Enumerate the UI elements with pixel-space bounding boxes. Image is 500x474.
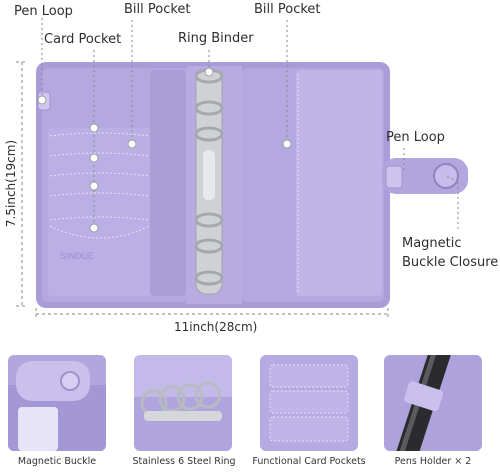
bill-pocket-right [296, 70, 382, 296]
callout-ring-binder: Ring Binder [178, 31, 254, 46]
bill-pocket-left [150, 70, 186, 296]
card-pocket-area [48, 128, 158, 296]
callout-bill-pocket-left: Bill Pocket [124, 2, 191, 17]
pen-loop-right [385, 165, 403, 189]
feature-thumb-pens-holder [384, 355, 482, 451]
callout-pen-loop-top: Pen Loop [14, 4, 73, 19]
brand-mark: SINDUE [60, 251, 94, 261]
card-slots [49, 132, 151, 239]
callout-magnetic-buckle-closure: Magnetic Buckle Closure [402, 236, 499, 270]
dimension-lines [16, 61, 389, 320]
callout-card-pocket: Card Pocket [44, 32, 122, 47]
feature-thumb-steel-ring [134, 355, 232, 451]
dimension-height: 7.5inch(19cm) [4, 139, 19, 228]
feature-caption-3: Functional Card Pockets [252, 456, 366, 467]
magnetic-button [433, 163, 459, 189]
feature-thumb-card-pockets [260, 355, 358, 451]
feature-thumb-magnetic-buckle [8, 355, 106, 451]
dimension-width: 11inch(28cm) [174, 320, 258, 334]
callout-lines [41, 18, 459, 232]
feature-caption-1: Magnetic Buckle [17, 456, 97, 467]
binder-illustration: SINDUE [16, 18, 468, 320]
ring-highlights [203, 150, 215, 200]
feature-caption-2: Stainless 6 Steel Ring [132, 456, 236, 467]
callout-dots [37, 67, 292, 233]
feature-caption-4: Pens Holder × 2 [394, 456, 472, 467]
callout-pen-loop-right: Pen Loop [386, 130, 445, 145]
steel-rings [194, 68, 224, 286]
callout-bill-pocket-right: Bill Pocket [254, 2, 321, 17]
